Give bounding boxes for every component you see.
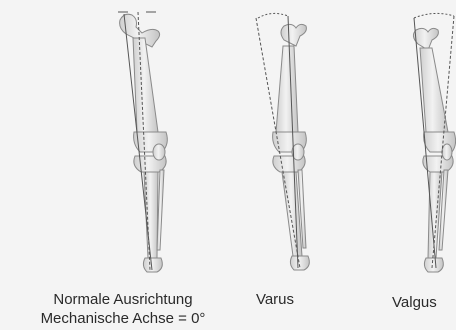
angle-arc	[414, 13, 454, 18]
varus-leg-bones	[273, 24, 310, 270]
angle-arc	[258, 13, 288, 18]
caption-mechanical-axis: Mechanische Achse = 0°	[18, 310, 228, 328]
caption-varus: Varus	[240, 291, 310, 309]
caption-valgus: Valgus	[392, 294, 456, 312]
caption-normal-alignment: Normale Ausrichtung	[28, 291, 218, 309]
normal-leg-bones	[120, 14, 168, 272]
